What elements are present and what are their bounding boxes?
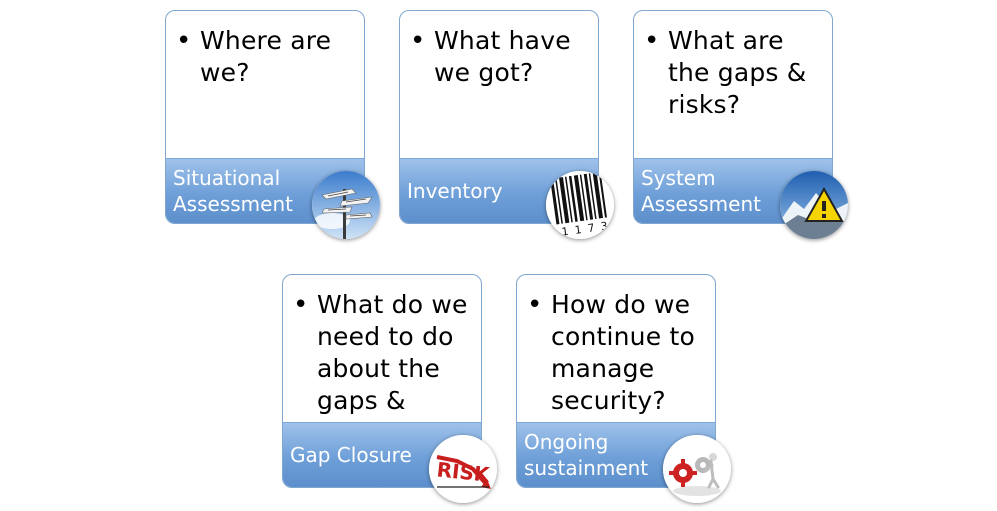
card-body: • What are the gaps & risks? — [634, 11, 832, 161]
card-question: Where are we? — [200, 25, 356, 89]
card-footer-label: Gap Closure — [290, 423, 430, 487]
risk-decline-icon: RISK — [429, 435, 497, 503]
bullet-glyph: • — [291, 289, 317, 321]
card-footer-label: Situational Assessment — [173, 159, 313, 223]
bullet-glyph: • — [525, 289, 551, 321]
bullet-glyph: • — [642, 25, 668, 57]
card-question: What are the gaps & risks? — [668, 25, 824, 121]
bullet-row: • How do we continue to manage security? — [525, 289, 707, 417]
card-situational-assessment: • Where are we? Situational Assessment — [165, 10, 365, 224]
barcode-icon: 1 1 7 3 0 — [546, 171, 614, 239]
signpost-icon — [312, 171, 380, 239]
card-body: • What have we got? — [400, 11, 598, 161]
card-footer-label: Inventory — [407, 159, 547, 223]
card-inventory: • What have we got? Inventory 1 1 7 3 0 — [399, 10, 599, 224]
bullet-row: • Where are we? — [174, 25, 356, 89]
card-ongoing-sustainment: • How do we continue to manage security?… — [516, 274, 716, 488]
card-body: • Where are we? — [166, 11, 364, 161]
gears-figure-icon — [663, 435, 731, 503]
card-footer-label: Ongoing sustainment — [524, 423, 664, 487]
bullet-glyph: • — [408, 25, 434, 57]
bullet-row: • What are the gaps & risks? — [642, 25, 824, 121]
card-footer-label: System Assessment — [641, 159, 781, 223]
card-body: • What do we need to do about the gaps &… — [283, 275, 481, 425]
bullet-glyph: • — [174, 25, 200, 57]
card-body: • How do we continue to manage security? — [517, 275, 715, 425]
bullet-row: • What have we got? — [408, 25, 590, 89]
card-system-assessment: • What are the gaps & risks? System Asse… — [633, 10, 833, 224]
card-gap-closure: • What do we need to do about the gaps &… — [282, 274, 482, 488]
card-question: What have we got? — [434, 25, 590, 89]
card-question: How do we continue to manage security? — [551, 289, 707, 417]
mountain-warning-icon — [780, 171, 848, 239]
